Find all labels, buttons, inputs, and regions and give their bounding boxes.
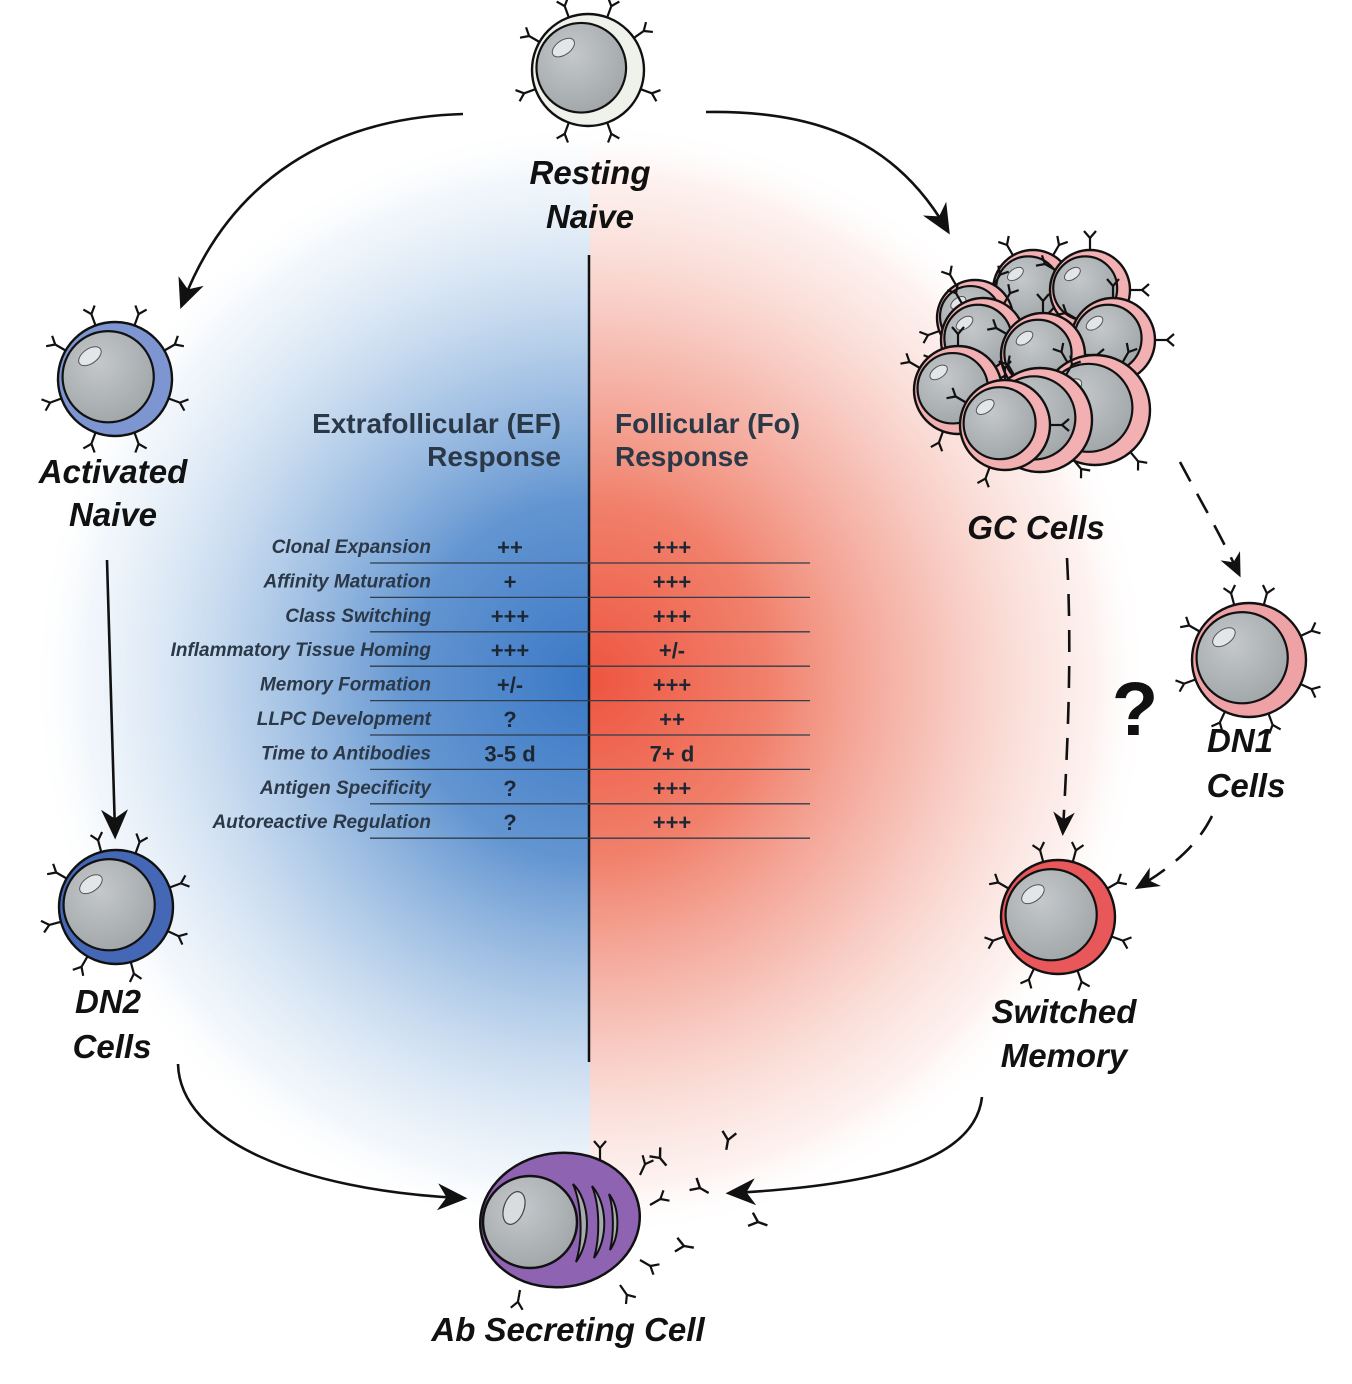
arrow-resting-to-gc [705,110,950,235]
ef-title-line1: Extrafollicular (EF) [312,408,561,439]
cell-nucleus [1004,868,1098,962]
label-gc-cells: GC Cells [967,509,1105,546]
row-feature-label: Affinity Maturation [263,571,431,592]
label-resting-naive-2: Naive [546,198,634,235]
nucleus-highlight [975,399,995,415]
row-ef-value: +++ [491,638,530,663]
nucleus-highlight [1085,315,1104,331]
row-ef-value: ? [503,776,516,801]
receptor-icon [613,1280,637,1306]
row-fo-value: +++ [653,776,692,801]
row-feature-label: Time to Antibodies [261,743,431,764]
nucleus-highlight [955,315,974,331]
comparison-row: Class Switching +++ +++ [285,604,691,629]
ab-secreting-cell [478,1139,671,1311]
comparison-row: Memory Formation +/- +++ [260,673,691,698]
row-fo-value: +++ [653,569,692,594]
row-feature-label: Antigen Specificity [259,778,432,799]
nucleus-highlight [1063,266,1081,282]
row-fo-value: +++ [653,604,692,629]
cell-nucleus [62,858,156,952]
cell-layer [39,0,1322,992]
fo-title-line2: Response [615,441,749,472]
row-ef-value: +++ [491,604,530,629]
label-activated-naive-1: Activated [38,453,188,490]
resting-naive-cell [514,0,662,144]
nucleus-highlight [929,364,948,381]
uncertain-question-mark: ? [1112,667,1158,752]
label-dn1-2: Cells [1207,767,1286,804]
fo-title-line1: Follicular (Fo) [615,408,800,439]
arrow-gc-to-memory [1053,557,1075,836]
receptor-icon [509,1287,528,1311]
row-fo-value: ++ [659,707,685,732]
row-feature-label: Clonal Expansion [272,537,431,558]
cell-nucleus [61,330,155,424]
row-feature-label: Class Switching [285,606,431,627]
label-switched-memory-2: Memory [1001,1037,1129,1074]
arrow-resting-to-activated [178,112,464,309]
nucleus-highlight [551,37,575,58]
comparison-row: LLPC Development? ++ [257,707,685,732]
cell-nucleus [962,386,1037,461]
comparison-table: Clonal Expansion+++++Affinity Maturation… [171,535,695,835]
comparison-row: Time to Antibodies 3-5 d 7+ d [261,741,694,766]
nucleus-highlight [1021,884,1045,905]
row-feature-label: Inflammatory Tissue Homing [171,640,432,661]
row-feature-label: Autoreactive Regulation [211,812,431,833]
row-ef-value: 3-5 d [484,741,535,766]
label-activated-naive-2: Naive [69,496,157,533]
comparison-row: Affinity Maturation++++ [263,569,692,594]
receptor-icon [1128,282,1151,298]
comparison-row: Autoreactive Regulation? +++ [211,810,691,835]
activated-naive-cell [40,304,190,454]
row-ef-value: ? [503,707,516,732]
row-ef-value: + [504,569,517,594]
row-ef-value: ++ [497,535,523,560]
nucleus-highlight [78,346,102,367]
receptor-icon [1153,332,1176,348]
receptor-icon [1082,229,1098,252]
gc-cell [945,359,1071,489]
label-ab-secreting-cell: Ab Secreting Cell [430,1311,705,1348]
row-ef-value: +/- [497,673,523,698]
row-feature-label: Memory Formation [260,675,431,696]
arrow-memory-to-asc [725,1096,984,1206]
arrow-dn2-to-asc [176,1063,468,1211]
ef-title-line2: Response [427,441,561,472]
nucleus-highlight [1006,266,1024,282]
arrow-dn1-to-memory [1134,815,1214,890]
comparison-row-lines [370,562,810,839]
row-fo-value: +++ [653,810,692,835]
label-dn2-1: DN2 [75,983,142,1020]
row-feature-label: LLPC Development [257,709,432,730]
label-dn1-1: DN1 [1207,722,1273,759]
cell-nucleus [535,21,628,114]
comparison-row: Inflammatory Tissue Homing +++ +/- [171,638,686,663]
comparison-row: Antigen Specificity? +++ [259,776,691,801]
row-fo-value: +++ [653,673,692,698]
nucleus-highlight [1015,330,1034,346]
label-resting-naive-1: Resting [529,154,650,191]
dn1-cell [1174,583,1322,735]
nucleus-highlight [1212,627,1236,648]
antibody-icon [673,1236,697,1256]
arrow-activated-to-dn2 [101,559,129,840]
nucleus-highlight [79,874,103,895]
dn2-cell [39,830,191,984]
switched-memory-cell [983,840,1133,992]
row-fo-value: +++ [653,535,692,560]
label-switched-memory-1: Switched [992,993,1138,1030]
cell-nucleus [1195,611,1289,705]
asc-nucleus [481,1174,579,1270]
row-fo-value: +/- [659,638,685,663]
row-ef-value: ? [503,810,516,835]
comparison-row: Clonal Expansion+++++ [272,535,692,560]
receptor-icon [635,1253,661,1276]
row-fo-value: 7+ d [650,741,695,766]
arrow-gc-to-dn1 [1178,461,1241,578]
label-dn2-2: Cells [73,1028,152,1065]
